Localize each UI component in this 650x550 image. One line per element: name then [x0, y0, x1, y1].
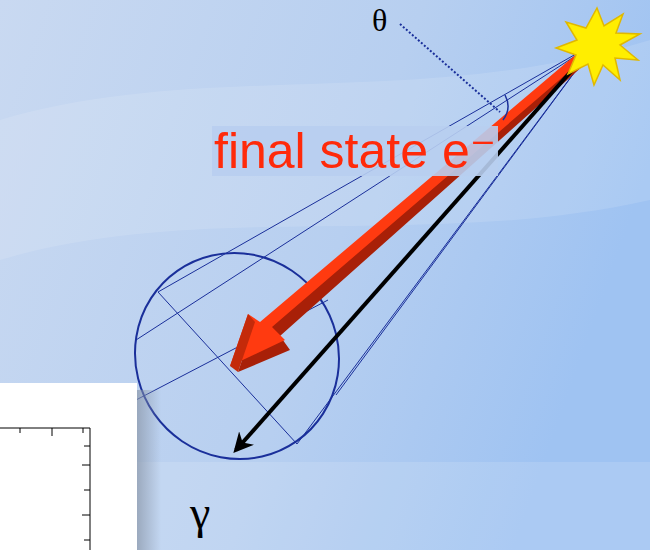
photon-arrow — [236, 42, 597, 450]
angle-arc — [503, 95, 508, 120]
photon-label: γ — [190, 490, 210, 536]
angle-label: θ — [372, 4, 387, 36]
particle-label-box: final state e⁻ — [212, 126, 498, 176]
starburst — [556, 8, 640, 85]
electron-arrow — [230, 40, 603, 372]
panel-shadow — [137, 390, 161, 550]
leader-line — [400, 24, 500, 112]
background-band — [0, 40, 650, 260]
angle-label-box: θ — [372, 4, 387, 36]
chart-axes — [0, 428, 90, 550]
chart-panel — [0, 383, 137, 550]
particle-label: final state e⁻ — [212, 126, 498, 176]
photon-label-box: γ — [190, 490, 210, 536]
